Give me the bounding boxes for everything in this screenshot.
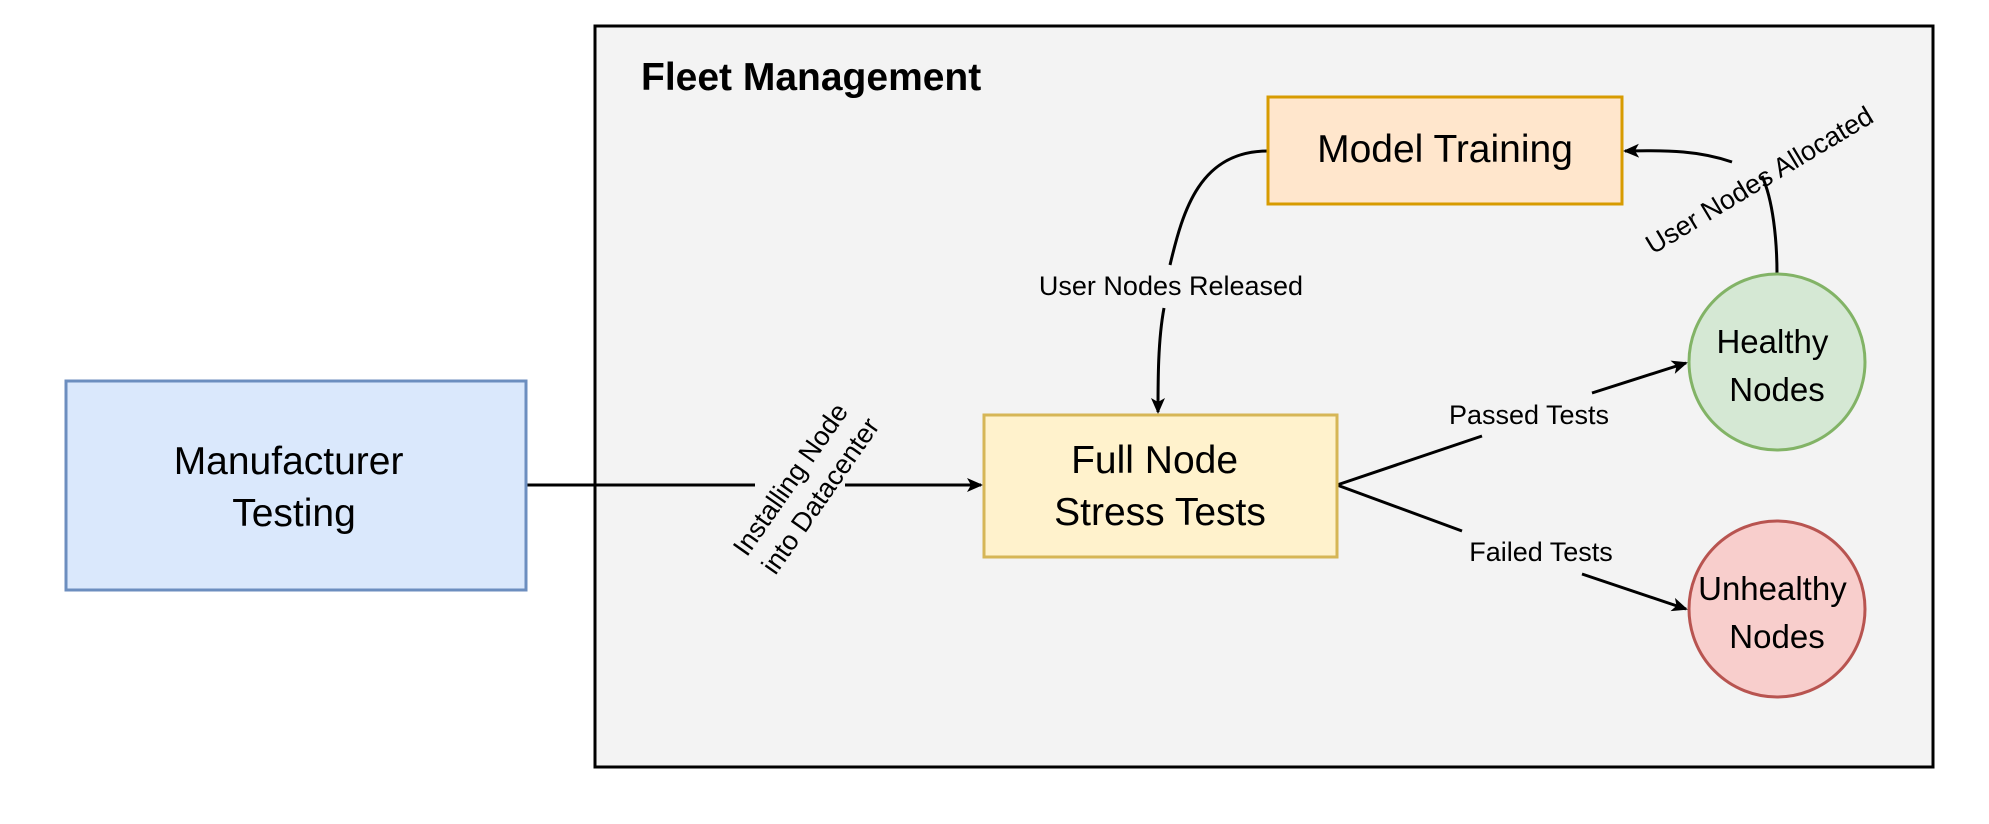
unhealthy-nodes-label-line-1: Unhealthy: [1698, 570, 1847, 607]
container-title: Fleet Management: [641, 56, 981, 99]
edge-released-line-top: [1168, 149, 1269, 266]
edge-passed-line-upper: [1591, 360, 1688, 395]
edge-allocated-line-lower: [1760, 175, 1779, 275]
svg-text:Model Training: Model Training: [1317, 128, 1573, 171]
stress-tests-label-line-2: Stress Tests: [1054, 491, 1266, 534]
healthy-nodes-label-line-1: Healthy: [1716, 323, 1828, 360]
healthy-nodes-node[interactable]: Healthy Nodes: [1687, 272, 1867, 452]
svg-text:Manufacturer Testing: Manufacturer Testing: [174, 440, 415, 535]
unhealthy-nodes-label-line-2: Nodes: [1729, 618, 1824, 655]
manufacturer-testing-label-line-1: Manufacturer: [174, 440, 404, 483]
healthy-nodes-label-line-2: Nodes: [1729, 371, 1824, 408]
edge-failed-line-lower: [1581, 572, 1688, 612]
model-training-label: Model Training: [1317, 128, 1573, 171]
stress-tests-node[interactable]: Full Node Stress Tests: [982, 413, 1339, 559]
edge-label-failed: Failed Tests: [1469, 537, 1613, 567]
svg-text:Unhealthy Nodes: Unhealthy Nodes: [1698, 570, 1856, 655]
unhealthy-nodes-node[interactable]: Unhealthy Nodes: [1687, 519, 1867, 699]
edge-passed-line-lower: [1336, 434, 1483, 487]
edge-failed-line-upper: [1336, 483, 1463, 533]
edge-released-line-bottom: [1151, 307, 1166, 414]
edge-allocated-line-upper: [1623, 143, 1733, 164]
svg-text:Full Node Stress Tests: Full Node Stress Tests: [1054, 439, 1266, 534]
manufacturer-testing-node[interactable]: Manufacturer Testing: [64, 379, 528, 592]
model-training-node[interactable]: Model Training: [1266, 95, 1624, 206]
stress-tests-label-line-1: Full Node: [1071, 439, 1238, 482]
edge-label-passed: Passed Tests: [1449, 400, 1609, 430]
svg-text:Healthy Nodes: Healthy Nodes: [1716, 323, 1837, 408]
manufacturer-testing-label-line-2: Testing: [232, 492, 356, 535]
edge-label-released: User Nodes Released: [1039, 271, 1303, 301]
